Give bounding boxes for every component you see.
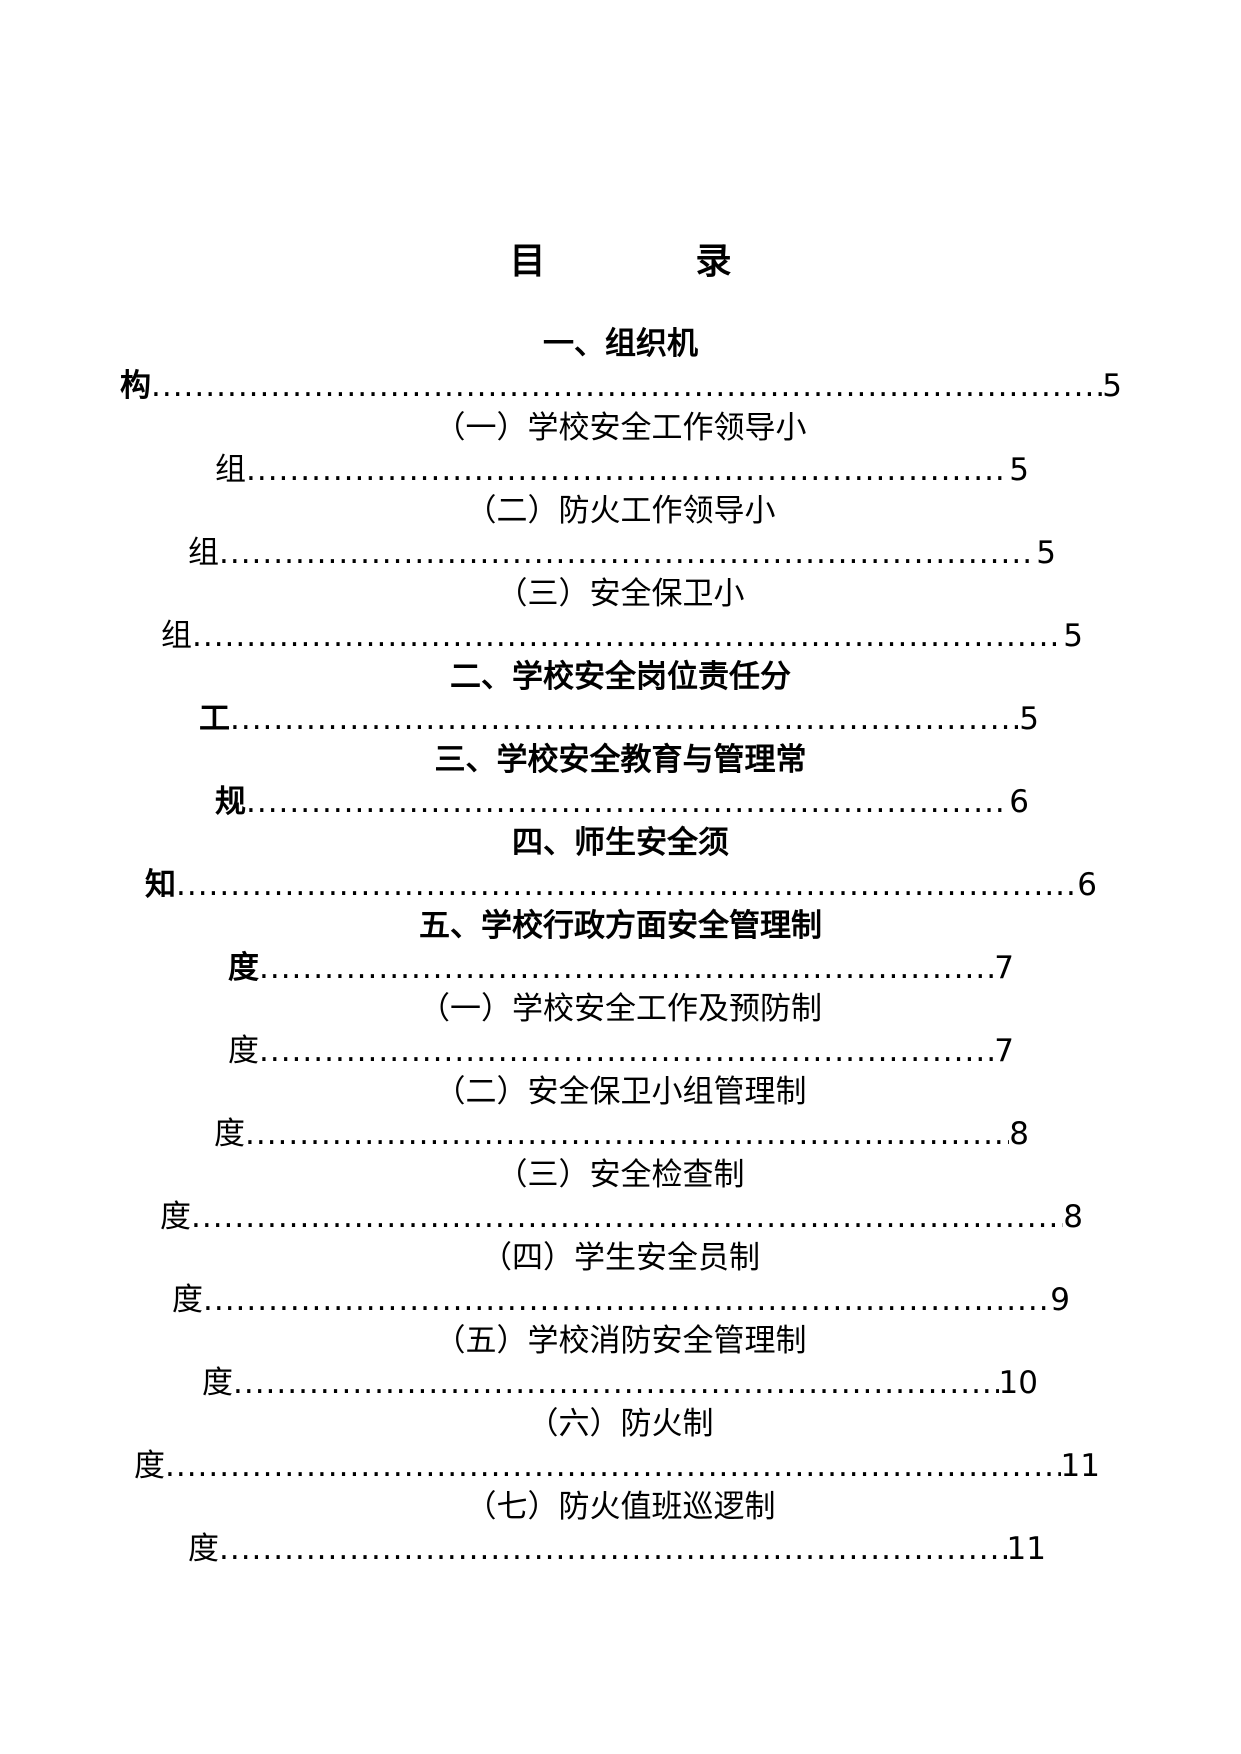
- toc-entry-leader: 组 5: [188, 533, 1056, 573]
- toc-leader-dots: [192, 616, 1063, 656]
- toc-entry-heading: 四、师生安全须: [512, 825, 729, 861]
- toc-entry-heading: （一）学校安全工作领导小: [434, 410, 807, 446]
- toc-entry-leader: 度 7: [228, 1031, 1014, 1071]
- toc-leader-dots: [246, 782, 1009, 822]
- toc-entry-tail: 组: [161, 618, 192, 654]
- toc-title-char-2: 录: [695, 241, 732, 282]
- toc-title-char-1: 目: [509, 241, 546, 282]
- toc-entry-heading: （六）防火制: [527, 1406, 714, 1442]
- toc-title: 目录: [0, 232, 1241, 284]
- toc-entry-tail: 度: [228, 1033, 259, 1069]
- toc-entry-page: 5: [1019, 701, 1039, 737]
- toc-entry-tail: 度: [228, 950, 259, 986]
- toc-entry-tail: 构: [120, 368, 151, 404]
- toc-entry-page: 11: [1006, 1531, 1046, 1567]
- toc-leader-dots: [259, 1031, 994, 1071]
- toc-entry-tail: 知: [145, 867, 176, 903]
- toc-entry-tail: 度: [160, 1199, 191, 1235]
- toc-entry-page: 8: [1009, 1116, 1029, 1152]
- toc-entry-leader: 知 6: [145, 865, 1097, 905]
- toc-leader-dots: [233, 1363, 999, 1403]
- toc-entry-heading: （三）安全检查制: [496, 1157, 745, 1193]
- toc-entry-tail: 度: [214, 1116, 245, 1152]
- toc-entry-leader: 度 10: [202, 1363, 1038, 1403]
- toc-entry-page: 8: [1063, 1199, 1083, 1235]
- toc-entry-page: 6: [1009, 784, 1029, 820]
- toc-entry-leader: 组 5: [161, 616, 1083, 656]
- toc-entry-tail: 组: [215, 452, 246, 488]
- toc-leader-dots: [191, 1197, 1063, 1237]
- toc-leader-dots: [165, 1446, 1061, 1486]
- toc-entry-leader: 规 6: [215, 782, 1029, 822]
- toc-leader-dots: [151, 366, 1102, 406]
- toc-entry-page: 7: [994, 1033, 1014, 1069]
- toc-entry-heading: （七）防火值班巡逻制: [465, 1489, 776, 1525]
- toc-leader-dots: [219, 1529, 1007, 1569]
- toc-entry-page: 5: [1102, 368, 1122, 404]
- toc-entry-leader: 工 5: [199, 699, 1039, 739]
- toc-entry-leader: 构 5: [120, 366, 1122, 406]
- toc-entry-page: 5: [1009, 452, 1029, 488]
- toc-entry-tail: 度: [134, 1448, 165, 1484]
- toc-entry-heading: （五）学校消防安全管理制: [434, 1323, 807, 1359]
- toc-leader-dots: [230, 699, 1019, 739]
- toc-entry-leader: 度 8: [160, 1197, 1083, 1237]
- toc-leader-dots: [245, 1114, 1009, 1154]
- toc-leader-dots: [259, 948, 994, 988]
- toc-entry-heading: 五、学校行政方面安全管理制: [419, 908, 822, 944]
- toc-entry-tail: 度: [202, 1365, 233, 1401]
- toc-entry-leader: 度 7: [228, 948, 1014, 988]
- toc-entry-heading: 三、学校安全教育与管理常: [434, 742, 807, 778]
- toc-leader-dots: [246, 450, 1009, 490]
- toc-entry-heading: （三）安全保卫小: [496, 576, 745, 612]
- toc-entry-tail: 工: [199, 701, 230, 737]
- toc-leader-dots: [176, 865, 1077, 905]
- toc-entry-page: 11: [1060, 1448, 1100, 1484]
- toc-entry-heading: （一）学校安全工作及预防制: [419, 991, 822, 1027]
- toc-entry-heading: （四）学生安全员制: [481, 1240, 760, 1276]
- toc-entry-tail: 规: [215, 784, 246, 820]
- toc-leader-dots: [219, 533, 1036, 573]
- toc-entry-leader: 度 8: [214, 1114, 1029, 1154]
- toc-entry-page: 6: [1077, 867, 1097, 903]
- toc-entry-page: 10: [998, 1365, 1038, 1401]
- toc-entry-page: 5: [1063, 618, 1083, 654]
- toc-entry-tail: 组: [188, 535, 219, 571]
- toc-entry-leader: 度 9: [172, 1280, 1070, 1320]
- toc-entry-heading: 二、学校安全岗位责任分: [450, 659, 791, 695]
- toc-leader-dots: [203, 1280, 1050, 1320]
- toc-entry-leader: 度 11: [134, 1446, 1100, 1486]
- toc-entry-page: 7: [994, 950, 1014, 986]
- toc-entry-page: 5: [1036, 535, 1056, 571]
- toc-entry-heading: 一、组织机: [543, 326, 698, 362]
- toc-entry-heading: （二）安全保卫小组管理制: [434, 1074, 807, 1110]
- toc-entry-leader: 组 5: [215, 450, 1029, 490]
- toc-entry-tail: 度: [188, 1531, 219, 1567]
- toc-entry-heading: （二）防火工作领导小: [465, 493, 776, 529]
- toc-entry-leader: 度 11: [188, 1529, 1046, 1569]
- toc-entry-tail: 度: [172, 1282, 203, 1318]
- toc-entry-page: 9: [1050, 1282, 1070, 1318]
